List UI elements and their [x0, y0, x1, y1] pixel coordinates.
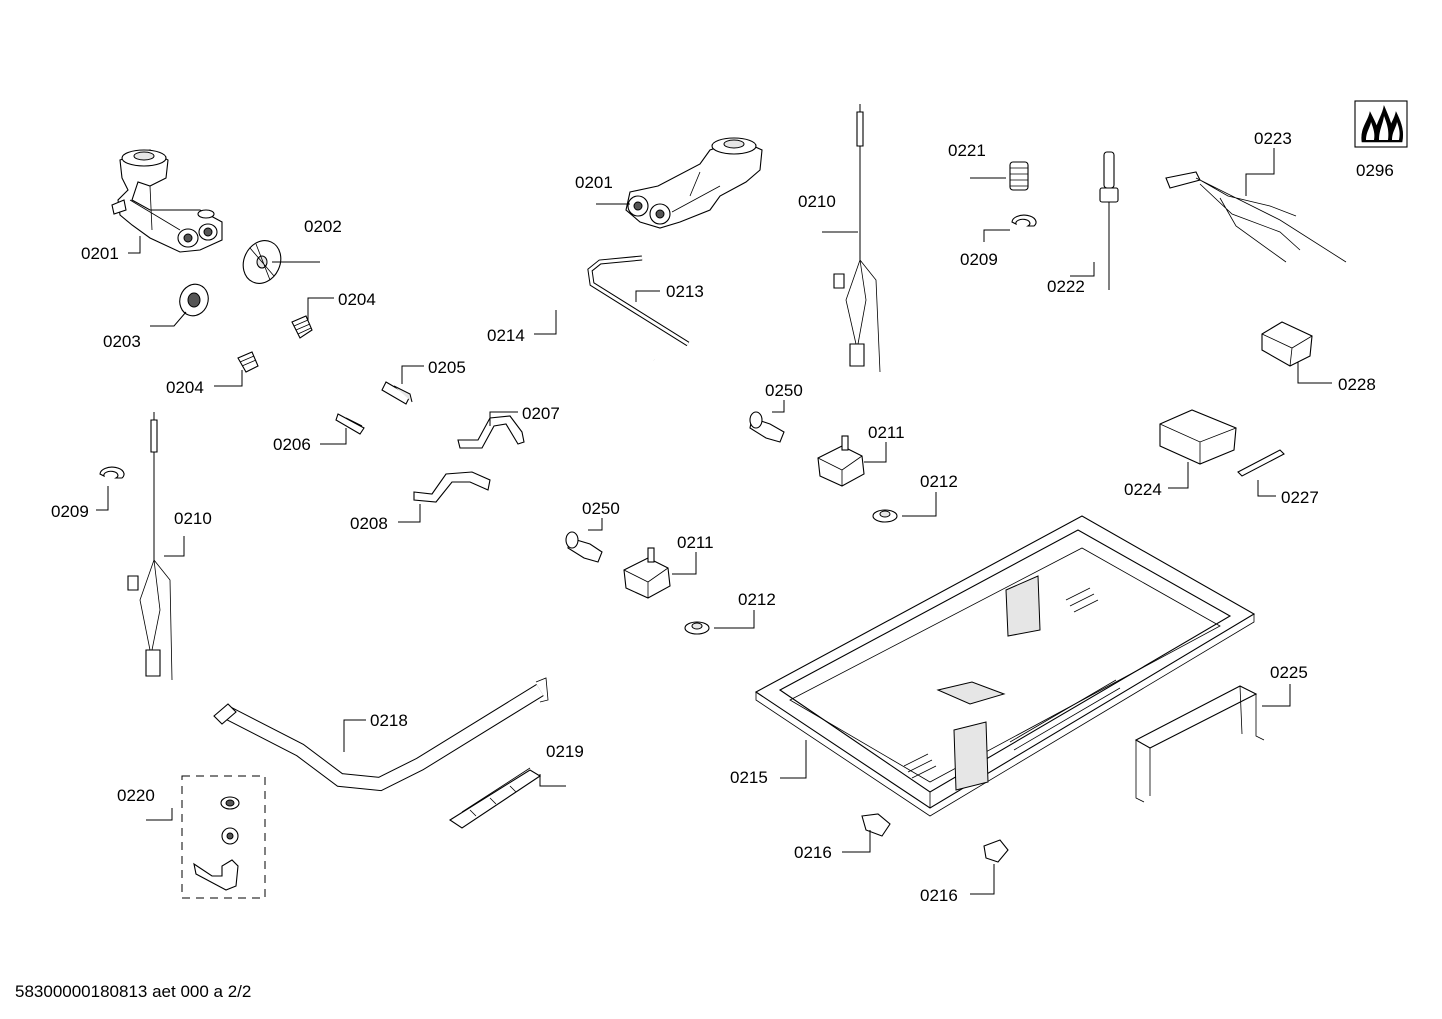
- part-0212-knob-ring-upper: [872, 509, 898, 523]
- part-0212-knob-ring-lower: [684, 621, 710, 635]
- part-0209-retaining-clip-right: [1011, 214, 1037, 227]
- label-0216: 0216: [794, 843, 832, 862]
- part-0213-gas-pipe: [587, 255, 690, 347]
- part-0218-distribution-pipe: [213, 677, 549, 792]
- part-0219-guide-rail: [448, 767, 542, 829]
- part-0201-left-manifold: [111, 149, 223, 253]
- part-0221-spring: [1009, 161, 1029, 191]
- label-0228: 0228: [1338, 375, 1376, 394]
- part-0228-control-module: [1261, 321, 1313, 367]
- label-0225: 0225: [1270, 663, 1308, 682]
- label-0211: 0211: [868, 423, 905, 442]
- label-0202: 0202: [304, 217, 342, 236]
- part-0222-ignition-electrode: [1099, 151, 1119, 290]
- label-0206: 0206: [273, 435, 311, 454]
- label-0201: 0201: [575, 173, 613, 192]
- part-0210-thermocouple-left: [127, 412, 173, 681]
- part-0250-gas-valve-upper: [749, 411, 785, 443]
- document-reference-number: 58300000180813 aet 000 a 2/2: [15, 982, 252, 1001]
- label-0220: 0220: [117, 786, 155, 805]
- label-0210: 0210: [798, 192, 836, 211]
- label-0296: 0296: [1356, 161, 1394, 180]
- part-0216-fixing-clip-b: [983, 839, 1009, 863]
- part-0210-thermocouple-right: [833, 104, 881, 373]
- label-0209: 0209: [960, 250, 998, 269]
- part-0208-gas-pipe: [413, 471, 491, 503]
- label-0203: 0203: [103, 332, 141, 351]
- part-0215-hob-tray: [754, 515, 1256, 817]
- part-0220-connection-set: [181, 775, 266, 899]
- part-0223-wiring-harness: [1165, 171, 1347, 263]
- label-0210: 0210: [174, 509, 212, 528]
- label-0218: 0218: [370, 711, 408, 730]
- part-0250-gas-valve-lower: [565, 531, 603, 563]
- part-0216-fixing-clip-a: [861, 813, 891, 837]
- part-0211-valve-body-upper: [817, 435, 865, 487]
- label-0208: 0208: [350, 514, 388, 533]
- label-0201: 0201: [81, 244, 119, 263]
- label-0221: 0221: [948, 141, 986, 160]
- part-0204-nozzle-a: [291, 315, 313, 339]
- label-0223: 0223: [1254, 129, 1292, 148]
- part-0209-retaining-clip: [99, 466, 125, 479]
- part-0206-adapter: [335, 413, 365, 435]
- part-0207-gas-pipe: [457, 415, 525, 449]
- part-0224-ignition-module: [1159, 409, 1237, 465]
- part-0202-flame-spreader: [242, 240, 282, 284]
- part-number-labels: 0201 0202 0203 0204 0204 0205 0206 0207 …: [51, 129, 1394, 905]
- label-0224: 0224: [1124, 480, 1162, 499]
- label-0207: 0207: [522, 404, 560, 423]
- part-0205-adapter: [381, 381, 413, 405]
- label-0211: 0211: [677, 533, 714, 552]
- leader-lines: [96, 148, 1332, 895]
- part-0211-valve-body-lower: [623, 547, 671, 599]
- label-0205: 0205: [428, 358, 466, 377]
- label-0212: 0212: [920, 472, 958, 491]
- label-0222: 0222: [1047, 277, 1085, 296]
- label-0215: 0215: [730, 768, 768, 787]
- label-0213: 0213: [666, 282, 704, 301]
- part-0214-gas-pipe: [526, 256, 655, 362]
- label-0250: 0250: [582, 499, 620, 518]
- label-0250: 0250: [765, 381, 803, 400]
- part-0204-nozzle-b: [237, 351, 259, 373]
- label-0227: 0227: [1281, 488, 1319, 507]
- part-0296-gas-flame-logo: [1354, 100, 1408, 148]
- label-0219: 0219: [546, 742, 584, 761]
- label-0216: 0216: [920, 886, 958, 905]
- label-0204: 0204: [338, 290, 376, 309]
- part-0203-burner-crown: [179, 283, 209, 317]
- part-0201-middle-manifold: [625, 137, 763, 229]
- label-0209: 0209: [51, 502, 89, 521]
- label-0212: 0212: [738, 590, 776, 609]
- part-0225-mounting-bracket: [1134, 685, 1265, 803]
- label-0214: 0214: [487, 326, 525, 345]
- part-0227-insulation-strip: [1237, 449, 1285, 477]
- label-0204: 0204: [166, 378, 204, 397]
